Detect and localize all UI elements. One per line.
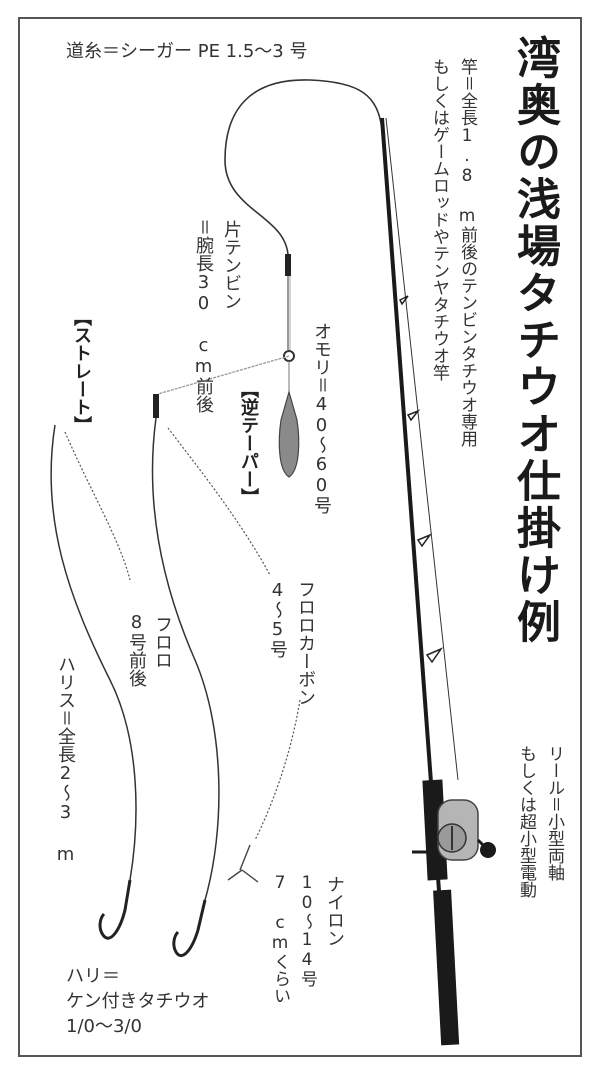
straight-leader — [50, 424, 137, 881]
diagram-frame — [18, 17, 582, 1057]
nylon-label-line2: 10～14号 — [297, 873, 317, 987]
fluoro45-label-line1: フロロカーボン — [295, 580, 316, 706]
nylon-label-line3: 7 cmくらい — [270, 873, 290, 1004]
reel-icon — [437, 799, 496, 861]
reel-label-line1: リール＝小型両軸 — [544, 745, 564, 881]
reel-label-line2: もしくは超小型電動 — [516, 745, 536, 898]
main-line — [224, 79, 383, 256]
hook-middle-icon — [172, 899, 207, 958]
fluoro8-label-line2: 8号前後 — [126, 612, 147, 687]
nylon-label-line1: ナイロン — [324, 875, 345, 947]
hook-label-line2: ケン付きタチウオ — [66, 991, 210, 1012]
sinker-label: オモリ＝40～60号 — [311, 322, 332, 514]
hook-label-line1: ハリ＝ — [66, 966, 120, 987]
fluoro45-label-line2: 4～5号 — [267, 580, 288, 658]
page-title: 湾奥の浅場タチウオ仕掛け例 — [509, 35, 560, 646]
tenbin-label-line2: ＝腕長30 cm前後 — [193, 218, 214, 413]
leader-swivel-icon — [153, 394, 159, 418]
hook-left-icon — [98, 879, 132, 940]
leader-label: ハリス＝全長2～3 m — [55, 655, 76, 865]
straight-label: 【ストレート】 — [71, 308, 92, 434]
main-line-label: 道糸＝シーガー PE 1.5～3 号 — [66, 41, 308, 62]
hook-label-line3: 1/0～3/0 — [66, 1016, 142, 1037]
reverse-taper-leader — [151, 417, 220, 901]
tenbin-label-line1: 片テンビン — [221, 220, 242, 310]
fluoro8-label-line1: フロロ — [152, 615, 173, 669]
reverse-taper-label: 【逆テーパー】 — [238, 380, 259, 506]
sinker-icon — [278, 389, 300, 478]
nylon-branch — [227, 844, 259, 883]
rod-label-line1: 竿＝全長1.8 m前後のテンビンタチウオ専用 — [457, 58, 477, 447]
tenbin-arm — [157, 355, 290, 395]
swivel-icon — [285, 254, 291, 276]
fishing-rod — [380, 117, 452, 1041]
rod-guides — [398, 295, 444, 664]
rod-label-line2: もしくはゲームロッドやテンヤタチウオ竿 — [429, 58, 449, 381]
